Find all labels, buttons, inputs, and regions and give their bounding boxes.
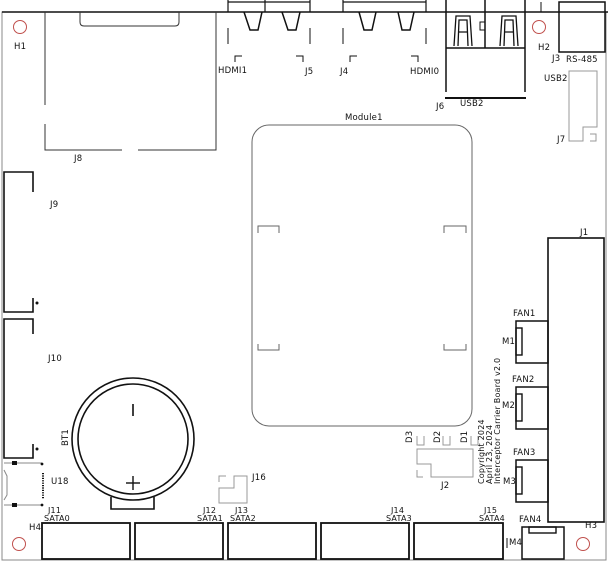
j7-usb2-label: USB2 xyxy=(544,74,568,84)
d3-label: D3 xyxy=(405,430,415,443)
m1-label: M1 xyxy=(502,337,516,347)
copyright-line-3: Interceptor Carrier Board v2.0 xyxy=(493,357,502,484)
j1-label: J1 xyxy=(580,228,589,238)
fan3-label: FAN3 xyxy=(513,448,536,458)
j15-label: J15 xyxy=(484,506,498,515)
sata4-label: SATA4 xyxy=(479,514,505,523)
j7-label: J7 xyxy=(557,135,566,145)
bt1-label: BT1 xyxy=(61,428,71,446)
j16-label: J16 xyxy=(252,473,266,483)
mounting-hole-h3 xyxy=(576,537,590,551)
h2-label: H2 xyxy=(538,43,551,53)
h4-label: H4 xyxy=(29,523,42,533)
hdmi0-label: HDMI0 xyxy=(410,67,440,77)
j5-label: J5 xyxy=(305,67,314,77)
j13-label: J13 xyxy=(235,506,249,515)
j3-label: J3 xyxy=(552,54,561,64)
u18-label: U18 xyxy=(51,477,69,487)
m3-label: M3 xyxy=(503,477,517,487)
j8-label: J8 xyxy=(74,154,83,164)
sata0-label: SATA0 xyxy=(44,514,70,523)
rs485-label: RS-485 xyxy=(566,55,598,65)
d1-label: D1 xyxy=(460,430,470,443)
sata2-label: SATA2 xyxy=(230,514,256,523)
j12-label: J12 xyxy=(203,506,217,515)
j11-label: J11 xyxy=(48,506,62,515)
j4-label: J4 xyxy=(340,67,349,77)
h1-label: H1 xyxy=(14,42,27,52)
fan1-label: FAN1 xyxy=(513,309,536,319)
mounting-hole-h2 xyxy=(532,20,546,34)
j9-label: J9 xyxy=(50,200,59,210)
module1-label: Module1 xyxy=(345,113,383,123)
mounting-hole-h4 xyxy=(12,537,26,551)
j14-label: J14 xyxy=(391,506,405,515)
m4-label: M4 xyxy=(509,538,523,548)
sata3-label: SATA3 xyxy=(386,514,412,523)
sata1-label: SATA1 xyxy=(197,514,223,523)
mounting-hole-h1 xyxy=(13,20,27,34)
m2-label: M2 xyxy=(502,401,516,411)
j2-label: J2 xyxy=(441,481,450,491)
j6-label: J6 xyxy=(436,102,445,112)
fan2-label: FAN2 xyxy=(512,375,535,385)
fan4-label: FAN4 xyxy=(519,515,542,525)
j10-label: J10 xyxy=(48,354,62,364)
h3-label: H3 xyxy=(585,521,598,531)
hdmi1-label: HDMI1 xyxy=(218,66,248,76)
j6-usb2-label: USB2 xyxy=(460,99,484,109)
d2-label: D2 xyxy=(433,430,443,443)
